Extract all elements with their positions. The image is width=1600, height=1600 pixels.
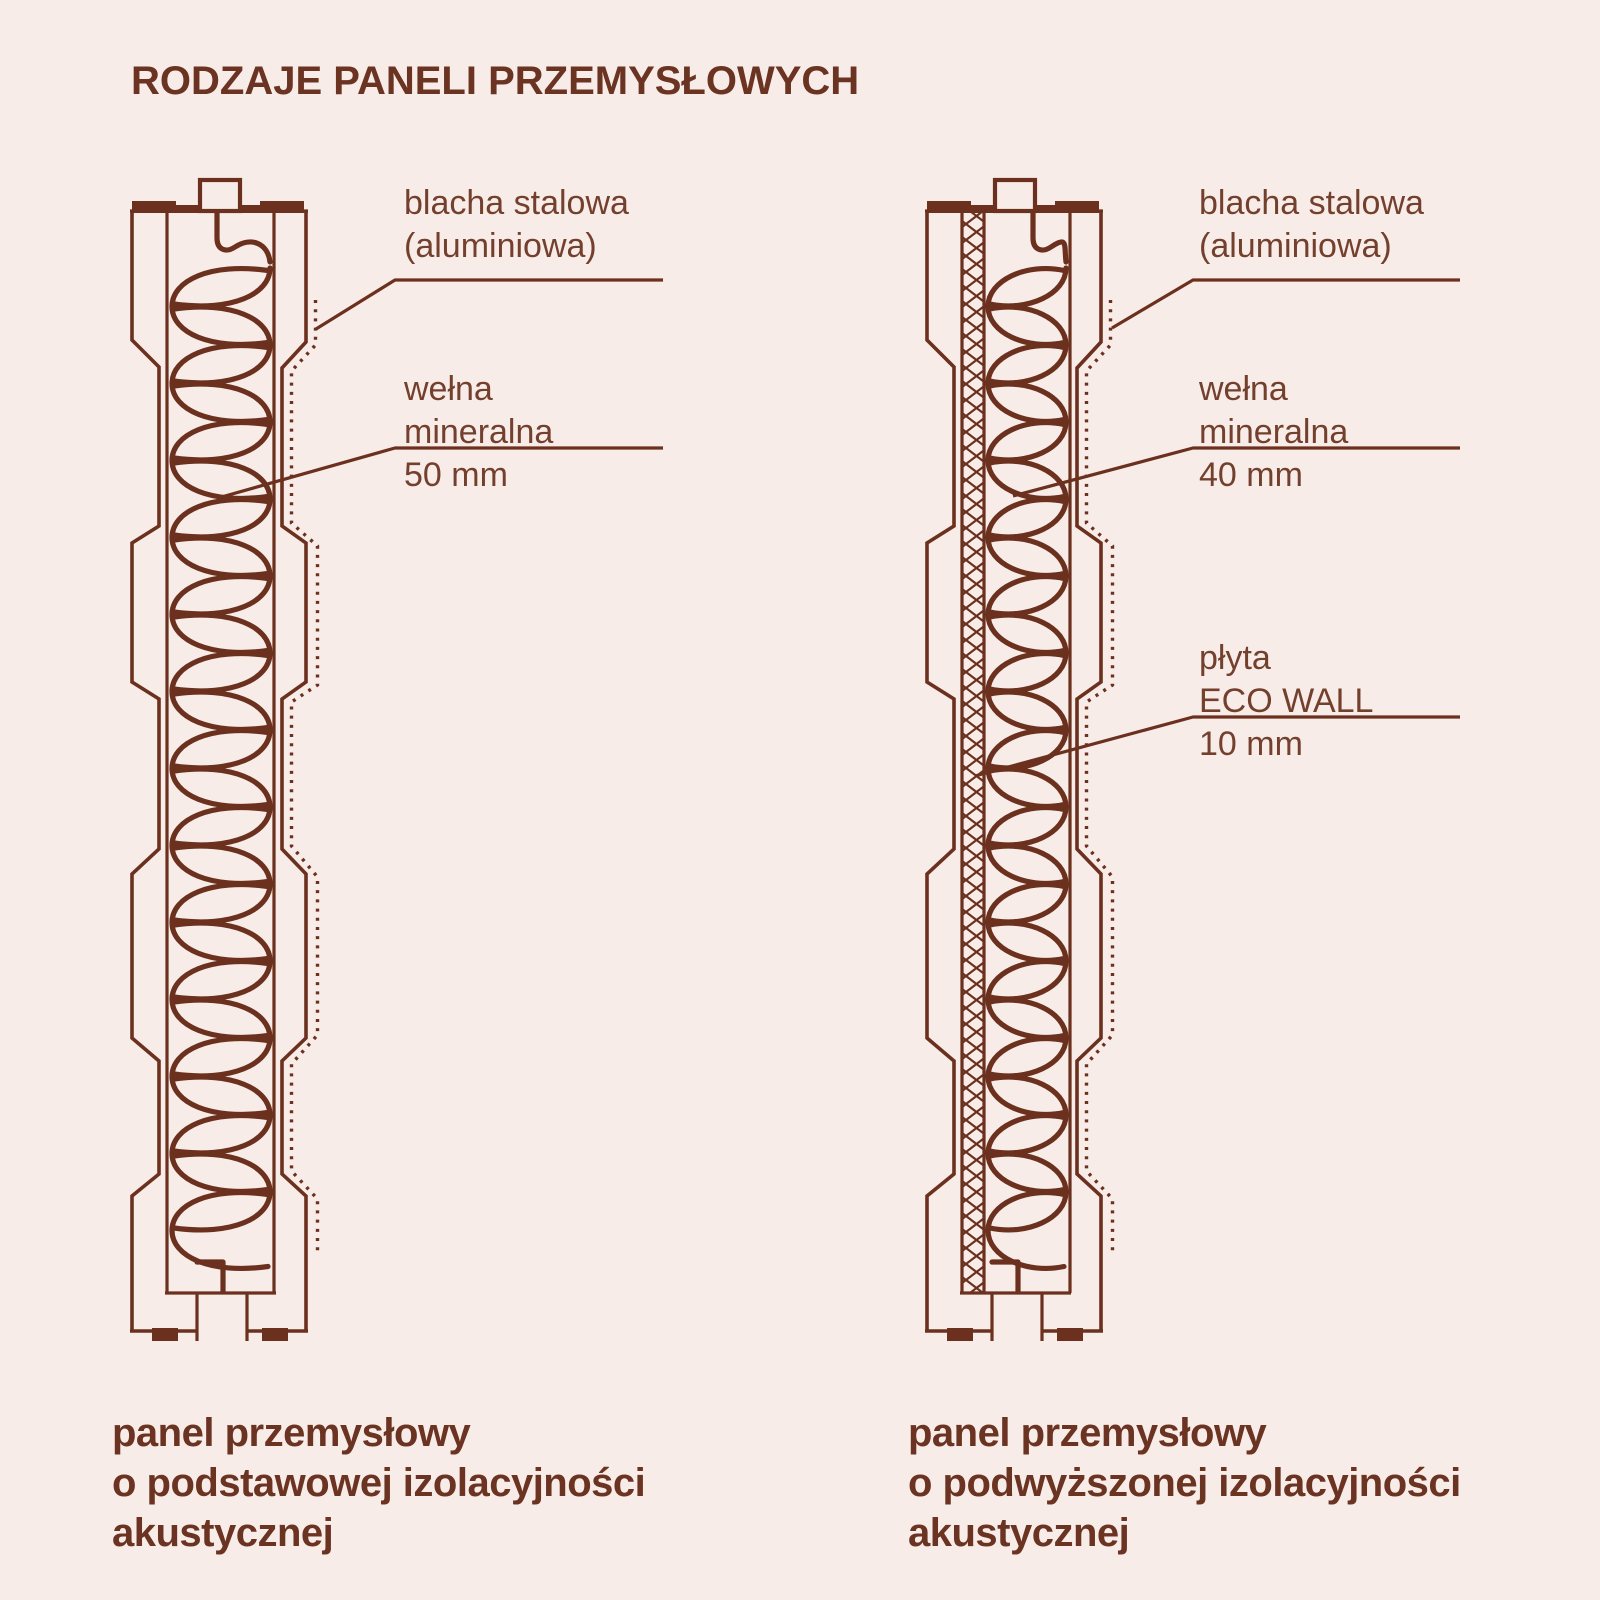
caption-line: panel przemysłowy [112,1411,471,1455]
bottom-foot-left [152,1328,178,1341]
outer-profile-right [1075,211,1103,1331]
dotted-sheet-outline [289,300,320,1253]
bottom-foot-right [1057,1328,1083,1341]
top-cap-right-ledge [1037,205,1059,213]
caption-line: panel przemysłowy [908,1411,1267,1455]
caption-line: akustycznej [908,1511,1130,1555]
label-steel-sheet-right: blacha stalowa (aluminiowa) [1199,182,1424,268]
caption-line: o podwyższonej izolacyjności [908,1461,1461,1505]
top-tongue-tab [992,177,1038,214]
dotted-sheet-outline [1084,300,1115,1253]
label-mineral-wool-left: wełna mineralna 50 mm [404,368,553,497]
label-line: 50 mm [404,456,508,494]
label-line: blacha stalowa [1199,184,1424,222]
leader-sheet-left [315,278,663,331]
label-line: wełna [404,370,493,408]
bottom-foot-right [262,1328,288,1341]
label-line: 40 mm [1199,456,1303,494]
label-eco-wall-board: płyta ECO WALL 10 mm [1199,637,1373,766]
mineral-wool-pattern [169,210,273,1272]
label-line: (aluminiowa) [404,227,597,265]
label-steel-sheet-left: blacha stalowa (aluminiowa) [404,182,629,268]
wool-end-step [989,1259,1021,1294]
label-line: 10 mm [1199,725,1303,763]
caption-line: akustycznej [112,1511,334,1555]
panel-basic-linework [130,177,320,1341]
leader-board-right [974,715,1460,778]
caption-panel-enhanced: panel przemysłowy o podwyższonej izolacy… [908,1408,1461,1558]
leader-wool-left [217,446,663,500]
top-cap-left-ledge [971,205,993,213]
outer-profile-right [280,211,308,1331]
label-line: mineralna [1199,413,1349,451]
top-cap-left-ledge [176,205,198,213]
label-line: (aluminiowa) [1199,227,1392,265]
label-line: wełna [1199,370,1288,408]
caption-panel-basic: panel przemysłowy o podstawowej izolacyj… [112,1408,646,1558]
top-cap-right-ledge [242,205,264,213]
eco-wall-board-hatch [963,212,984,1293]
outer-profile-left [130,211,161,1331]
label-line: blacha stalowa [404,184,629,222]
label-line: mineralna [404,413,554,451]
leader-wool-right [1012,446,1460,498]
bottom-foot-left [947,1328,973,1341]
label-mineral-wool-right: wełna mineralna 40 mm [1199,368,1348,497]
caption-line: o podstawowej izolacyjności [112,1461,646,1505]
panel-enhanced-linework [925,177,1115,1341]
leader-sheet-right [1111,278,1460,330]
label-line: płyta [1199,639,1271,677]
mineral-wool-pattern [985,210,1069,1271]
page-title: RODZAJE PANELI PRZEMYSŁOWYCH [131,59,860,103]
outer-profile-left [925,211,956,1331]
top-tongue-tab [197,177,243,214]
label-line: ECO WALL [1199,682,1374,720]
